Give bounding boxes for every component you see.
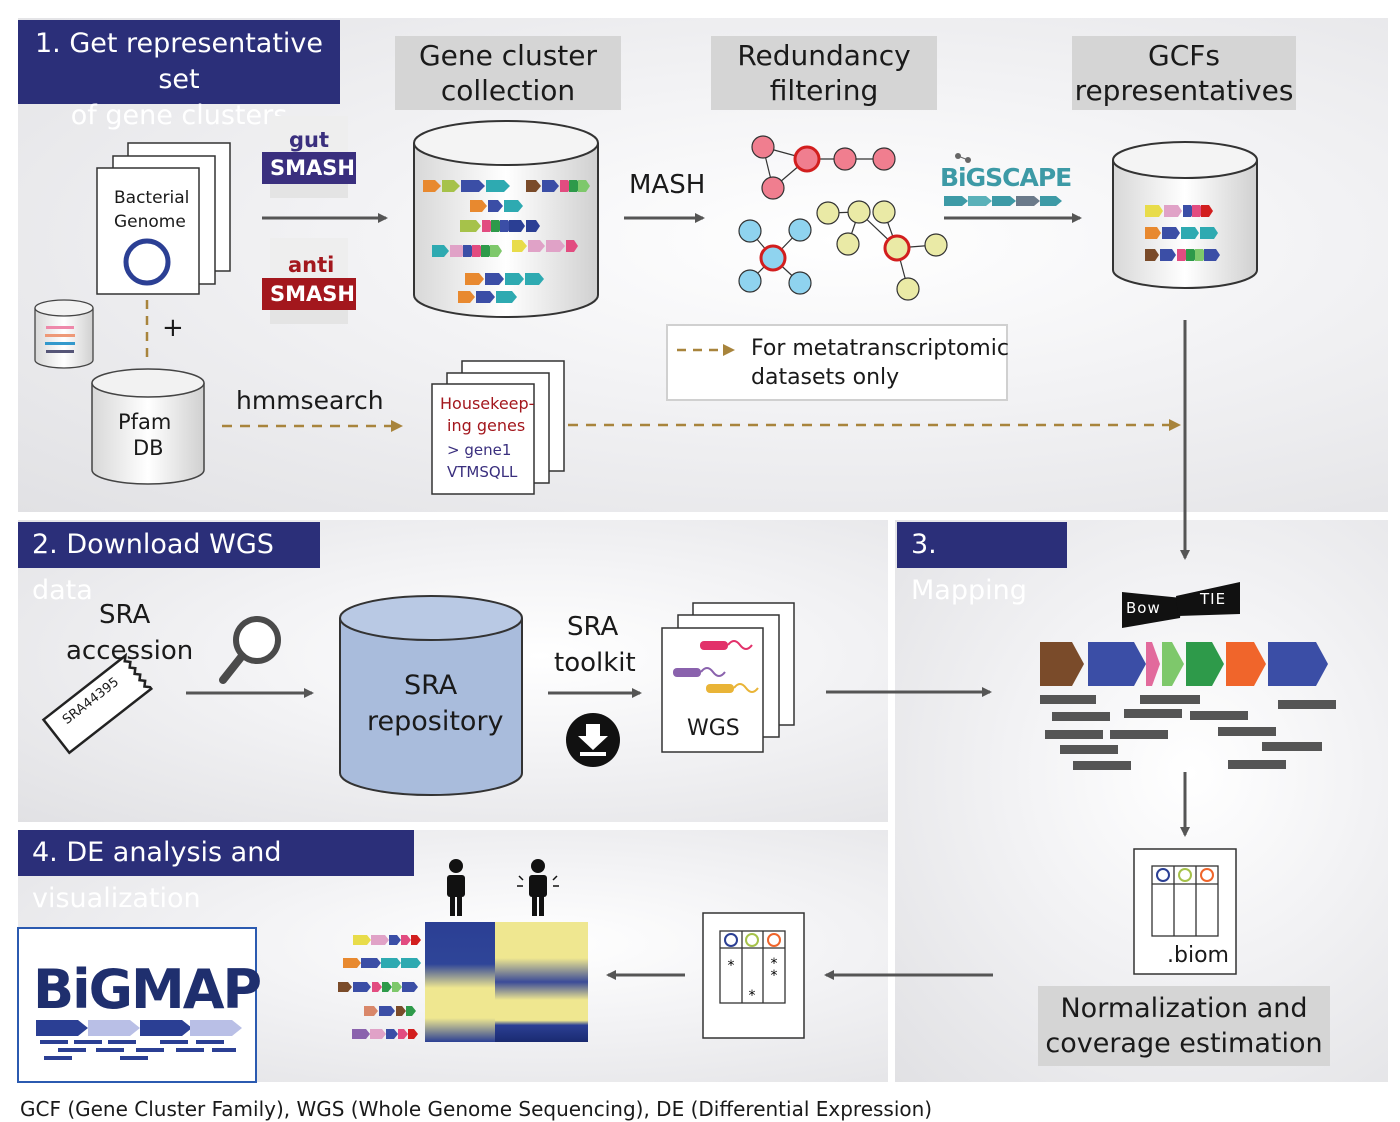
redundancy-filtering-header: Redundancy filtering [711,36,937,110]
gene-cluster-header-line2: collection [440,74,576,107]
housekeeping-line4: VTMSQLL [447,463,518,481]
gutsmash-smash-label: SMASH [270,156,355,180]
step1-title-line2: of gene clusters [70,100,288,131]
antismash-smash-label: SMASH [270,282,355,306]
sra-accession-line1: SRA [99,600,151,630]
pfam-db-cylinder [91,368,205,485]
metatranscriptomic-line2: datasets only [751,365,900,390]
sra-accession-line2: accession [66,636,194,666]
step3-title: 3. Mapping [897,522,1067,606]
gene-cluster-header-line1: Gene cluster [418,39,598,72]
bacterial-genome-label-line1: Bacterial [114,188,190,208]
gene-cluster-arrows [423,180,590,303]
pfam-label-line1: Pfam [118,410,172,434]
mash-label: MASH [629,170,706,200]
normalization-line2: coverage estimation [1045,1028,1323,1059]
sick-person-icon [517,859,559,916]
normalization-header: Normalization and coverage estimation [1038,986,1330,1066]
biom-label: .biom [1167,943,1229,968]
mapping-gene-arrows [1040,642,1328,686]
hmmsearch-label: hmmsearch [236,386,384,415]
gene-cluster-collection-header: Gene cluster collection [395,36,621,110]
housekeeping-genes-pages [431,360,565,495]
footer-legend: GCF (Gene Cluster Family), WGS (Whole Ge… [20,1097,933,1121]
network-blue [738,218,812,295]
gcfs-header-line2: representatives [1074,74,1294,107]
svg-text:*: * [749,988,756,1004]
bowtie-bow-label: Bow [1126,599,1161,617]
step1-title: 1. Get representative set of gene cluste… [18,20,340,131]
antismash-logo [262,238,356,324]
bigscape-label: BiGSCAPE [940,163,1072,192]
wgs-pages [661,602,795,753]
person-icon [447,859,465,916]
redundancy-header-line1: Redundancy [737,39,911,72]
svg-text:*: * [771,956,778,972]
de-table-icon: * * * * [702,912,805,1039]
sra-repository-line2: repository [367,706,504,737]
metatranscriptomic-line1: For metatranscriptomic [751,336,1009,361]
network-yellow [816,200,948,301]
wgs-label: WGS [687,716,740,741]
small-db-icon [34,299,94,369]
housekeeping-line3: > gene1 [447,441,512,459]
redundancy-header-line2: filtering [769,74,879,107]
heatmap-gene-arrows [338,935,421,1039]
sra-repository-cylinder [339,595,523,796]
bowtie-logo [1122,582,1240,628]
step2-title: 2. Download WGS data [18,522,320,606]
gcf-representatives-cylinder [1112,141,1258,289]
metatranscriptomic-legend-box [666,324,1008,401]
download-icon [566,713,620,767]
bigscape-logo [944,153,1062,206]
network-pink [751,135,896,200]
housekeeping-line1: Housekeep- [440,394,535,413]
mapped-reads [1040,695,1336,770]
step4-title: 4. DE analysis and visualization [18,830,414,914]
gene-cluster-cylinder [413,120,599,318]
heatmap [425,922,588,1042]
sra-toolkit-line1: SRA [567,612,619,642]
gcfs-header-line1: GCFs [1148,39,1220,72]
genome-ring-icon [123,238,171,286]
antismash-anti-label: anti [288,253,335,277]
gutsmash-logo [262,116,356,198]
sra-toolkit-line2: toolkit [554,648,636,678]
bacterial-genome-label-line2: Genome [114,212,186,232]
gutsmash-gut-label: gut [289,128,330,152]
housekeeping-line2: ing genes [447,416,526,435]
step1-title-line1: 1. Get representative set [34,28,324,95]
normalization-line1: Normalization and [1060,993,1308,1024]
bigmap-logo-text: BiGMAP [33,958,262,1021]
biom-table-icon [1133,848,1237,975]
bacterial-genome-pages [96,142,231,295]
sra-ticket-icon [41,652,154,755]
svg-text:*: * [771,968,778,984]
plus-label: + [162,313,184,343]
gcfs-representatives-header: GCFs representatives [1072,36,1296,110]
pfam-label-line2: DB [133,436,164,460]
bowtie-tie-label: TIE [1200,590,1227,608]
bigmap-logo-arrows [36,1020,242,1060]
magnifier-icon [219,616,281,684]
svg-text:*: * [728,958,735,974]
sra-repository-line1: SRA [404,670,458,701]
